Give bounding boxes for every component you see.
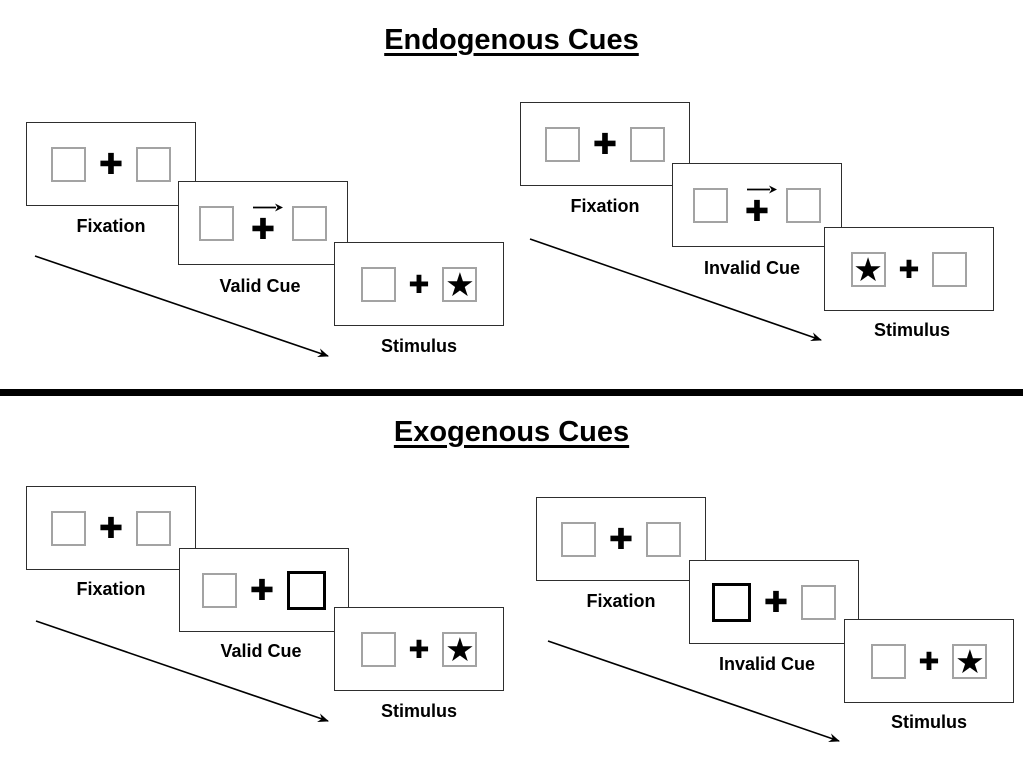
timeline-arrow [34,255,329,358]
section-title-text: Endogenous Cues [384,24,639,56]
section-divider-line [0,389,1023,396]
timeline-arrow [35,620,329,723]
timeline-arrow [547,640,840,743]
section-title-text: Exogenous Cues [393,416,630,448]
section-title-exogenous: Exogenous Cues [0,416,1023,449]
section-title-endogenous: Endogenous Cues [0,24,1023,57]
timeline-arrow [529,238,822,341]
